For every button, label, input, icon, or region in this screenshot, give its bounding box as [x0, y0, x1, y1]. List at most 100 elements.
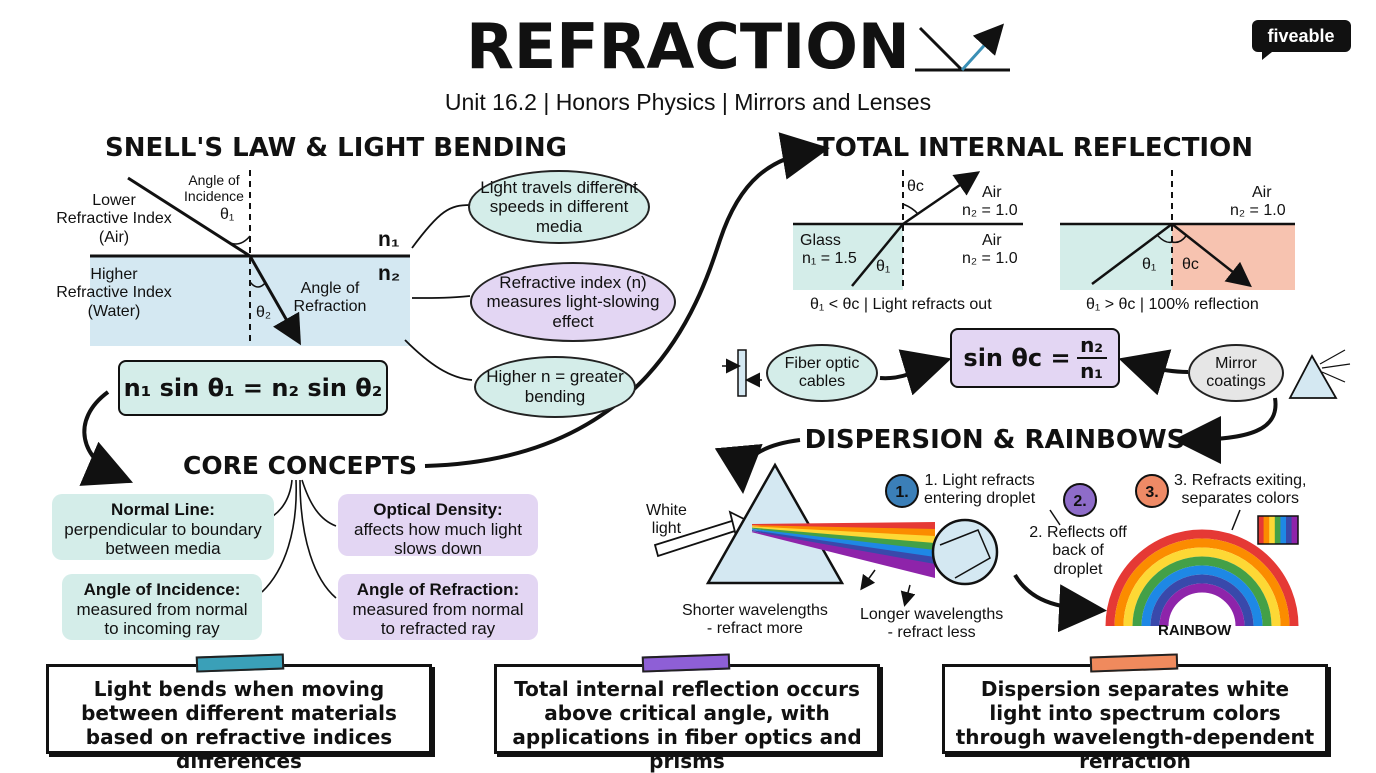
summary-card-snell: Light bends when moving between differen…	[46, 664, 432, 773]
white-light-line: White	[646, 502, 687, 519]
rainbow-band	[1114, 538, 1290, 627]
lower-index-line: Refractive Index	[56, 210, 172, 228]
fraction-bar	[1076, 357, 1107, 359]
n1-label: n₁	[378, 228, 400, 251]
step1-line: 1. Light refracts	[924, 472, 1035, 489]
tir-heading: TOTAL INTERNAL REFLECTION	[817, 133, 1253, 163]
rainbow	[1105, 529, 1299, 627]
shorter-line: - refract more	[706, 620, 803, 638]
droplet-internal-path	[939, 529, 991, 579]
longer-wavelength-label: Longer wavelengths - refract less	[860, 606, 1003, 643]
tir-air-right-label: Air	[982, 232, 1002, 249]
concept-text: measured from normal to refracted ray	[352, 599, 524, 639]
refraction-logo-icon	[915, 23, 1010, 72]
step3-line: 3. Refracts exiting,	[1174, 472, 1307, 489]
tape-decoration	[195, 653, 285, 673]
step3-label: 3. Refracts exiting, separates colors	[1174, 472, 1307, 509]
concept-normal-line: Normal Line: perpendicular to boundary b…	[52, 494, 274, 560]
higher-index-line: Refractive Index	[56, 284, 172, 302]
lower-index-line: (Air)	[98, 228, 130, 246]
summary-card-tir: Total internal reflection occurs above c…	[494, 664, 880, 773]
step-number-1: 1.	[895, 484, 908, 501]
step3-pointer	[1231, 509, 1241, 531]
glass-medium-2	[1060, 224, 1172, 290]
tir-right-air-label: Air	[1252, 184, 1272, 201]
critical-angle-equation: sin θc = n₂ n₁	[950, 328, 1120, 388]
summary-card-dispersion: Dispersion separates white light into sp…	[942, 664, 1328, 773]
step2-line: back of	[1052, 542, 1104, 560]
flow-arrow	[714, 438, 801, 494]
tir-glass-label: Glass	[800, 232, 841, 249]
connector-line	[411, 295, 471, 299]
higher-index-line: Higher	[90, 266, 138, 283]
swatch-band	[1269, 516, 1276, 544]
page-subtitle: Unit 16.2 | Honors Physics | Mirrors and…	[445, 89, 931, 115]
critical-denominator: n₁	[1080, 359, 1104, 383]
glass-medium	[793, 224, 903, 290]
tir-theta1-label: θ₁	[876, 258, 891, 275]
concept-title: Optical Density:	[373, 500, 503, 519]
flow-arrow	[424, 132, 830, 468]
tir-air-top-label: Air	[982, 184, 1002, 201]
tir-refracted-ray	[902, 171, 981, 226]
step-number-3: 3.	[1145, 484, 1158, 501]
theta2-arc	[249, 281, 267, 288]
shorter-wavelength-label: Shorter wavelengths - refract more	[682, 602, 828, 639]
angle-refraction-line: Refraction	[293, 298, 367, 316]
snell-heading: SNELL'S LAW & LIGHT BENDING	[105, 133, 567, 163]
flow-arrow	[1118, 349, 1189, 396]
concept-text: perpendicular to boundary between media	[64, 519, 262, 559]
brand-logo: fiveable	[1252, 20, 1351, 60]
spectrum-rays	[752, 522, 935, 578]
mirror-bubble: Mirror coatings	[1188, 344, 1284, 402]
step3-line: separates colors	[1181, 490, 1299, 508]
longer-line: Longer wavelengths	[860, 606, 1004, 623]
swatch-band	[1274, 516, 1281, 544]
concept-optical-density: Optical Density: affects how much light …	[338, 494, 538, 559]
step2-label: 2. Reflects off back of droplet	[1024, 524, 1132, 579]
lower-index-label: Lower Refractive Index (Air)	[44, 192, 184, 247]
lower-index-line: Lower	[92, 192, 136, 209]
tir-right-theta-c-label: θc	[1182, 256, 1199, 273]
concept-text: measured from normal to incoming ray	[76, 599, 248, 639]
swatch-band	[1258, 516, 1264, 544]
theta2-label: θ₂	[256, 304, 272, 321]
bending-bubble: Higher n = greater bending	[474, 356, 636, 418]
step-badge-1: 1.	[885, 474, 919, 508]
angle-incidence-line: Angle of	[188, 172, 240, 188]
flow-arrow	[1013, 573, 1107, 633]
higher-index-line: (Water)	[87, 302, 141, 320]
swatch-band	[1263, 516, 1270, 544]
index-bubble: Refractive index (n) measures light-slow…	[470, 262, 676, 342]
rainbow-band	[1105, 529, 1299, 627]
rainbow-band	[1150, 574, 1254, 627]
tir-theta-c-label: θc	[907, 178, 924, 195]
concept-title: Angle of Refraction:	[356, 580, 520, 599]
tir-angle-arc	[902, 203, 919, 215]
connector-line	[261, 479, 297, 593]
rainbow-band	[1159, 583, 1245, 627]
tir-incident-ray	[851, 223, 904, 287]
fiber-optic-icon	[722, 349, 762, 397]
tir-n2-right-label: n₂ = 1.0	[962, 250, 1018, 267]
concept-text: affects how much light slows down	[354, 519, 522, 559]
longer-pointer	[900, 584, 916, 607]
prism-icon	[1288, 349, 1351, 399]
angle-incidence-line: Incidence	[184, 188, 244, 205]
concept-angle-refraction: Angle of Refraction: measured from norma…	[338, 574, 538, 640]
critical-numerator: n₂	[1080, 333, 1104, 357]
theta1-label: θ₁	[220, 206, 235, 223]
connector-line	[404, 339, 473, 381]
step1-line: entering droplet	[924, 490, 1036, 508]
concept-title: Angle of Incidence:	[83, 580, 241, 599]
speed-bubble: Light travels different speeds in differ…	[468, 170, 650, 244]
step1-pointer	[1049, 509, 1061, 526]
tir-n1-label: n₁ = 1.5	[802, 250, 857, 267]
critical-fraction: n₂ n₁	[1076, 333, 1107, 383]
rainbow-label: RAINBOW	[1158, 622, 1232, 639]
angle-refraction-label: Angle of Refraction	[286, 280, 374, 317]
tir-right-theta1-label: θ₁	[1142, 256, 1157, 273]
rainbow-band	[1123, 547, 1281, 627]
rainbow-band	[1141, 565, 1263, 627]
step-badge-2: 2.	[1063, 483, 1097, 517]
